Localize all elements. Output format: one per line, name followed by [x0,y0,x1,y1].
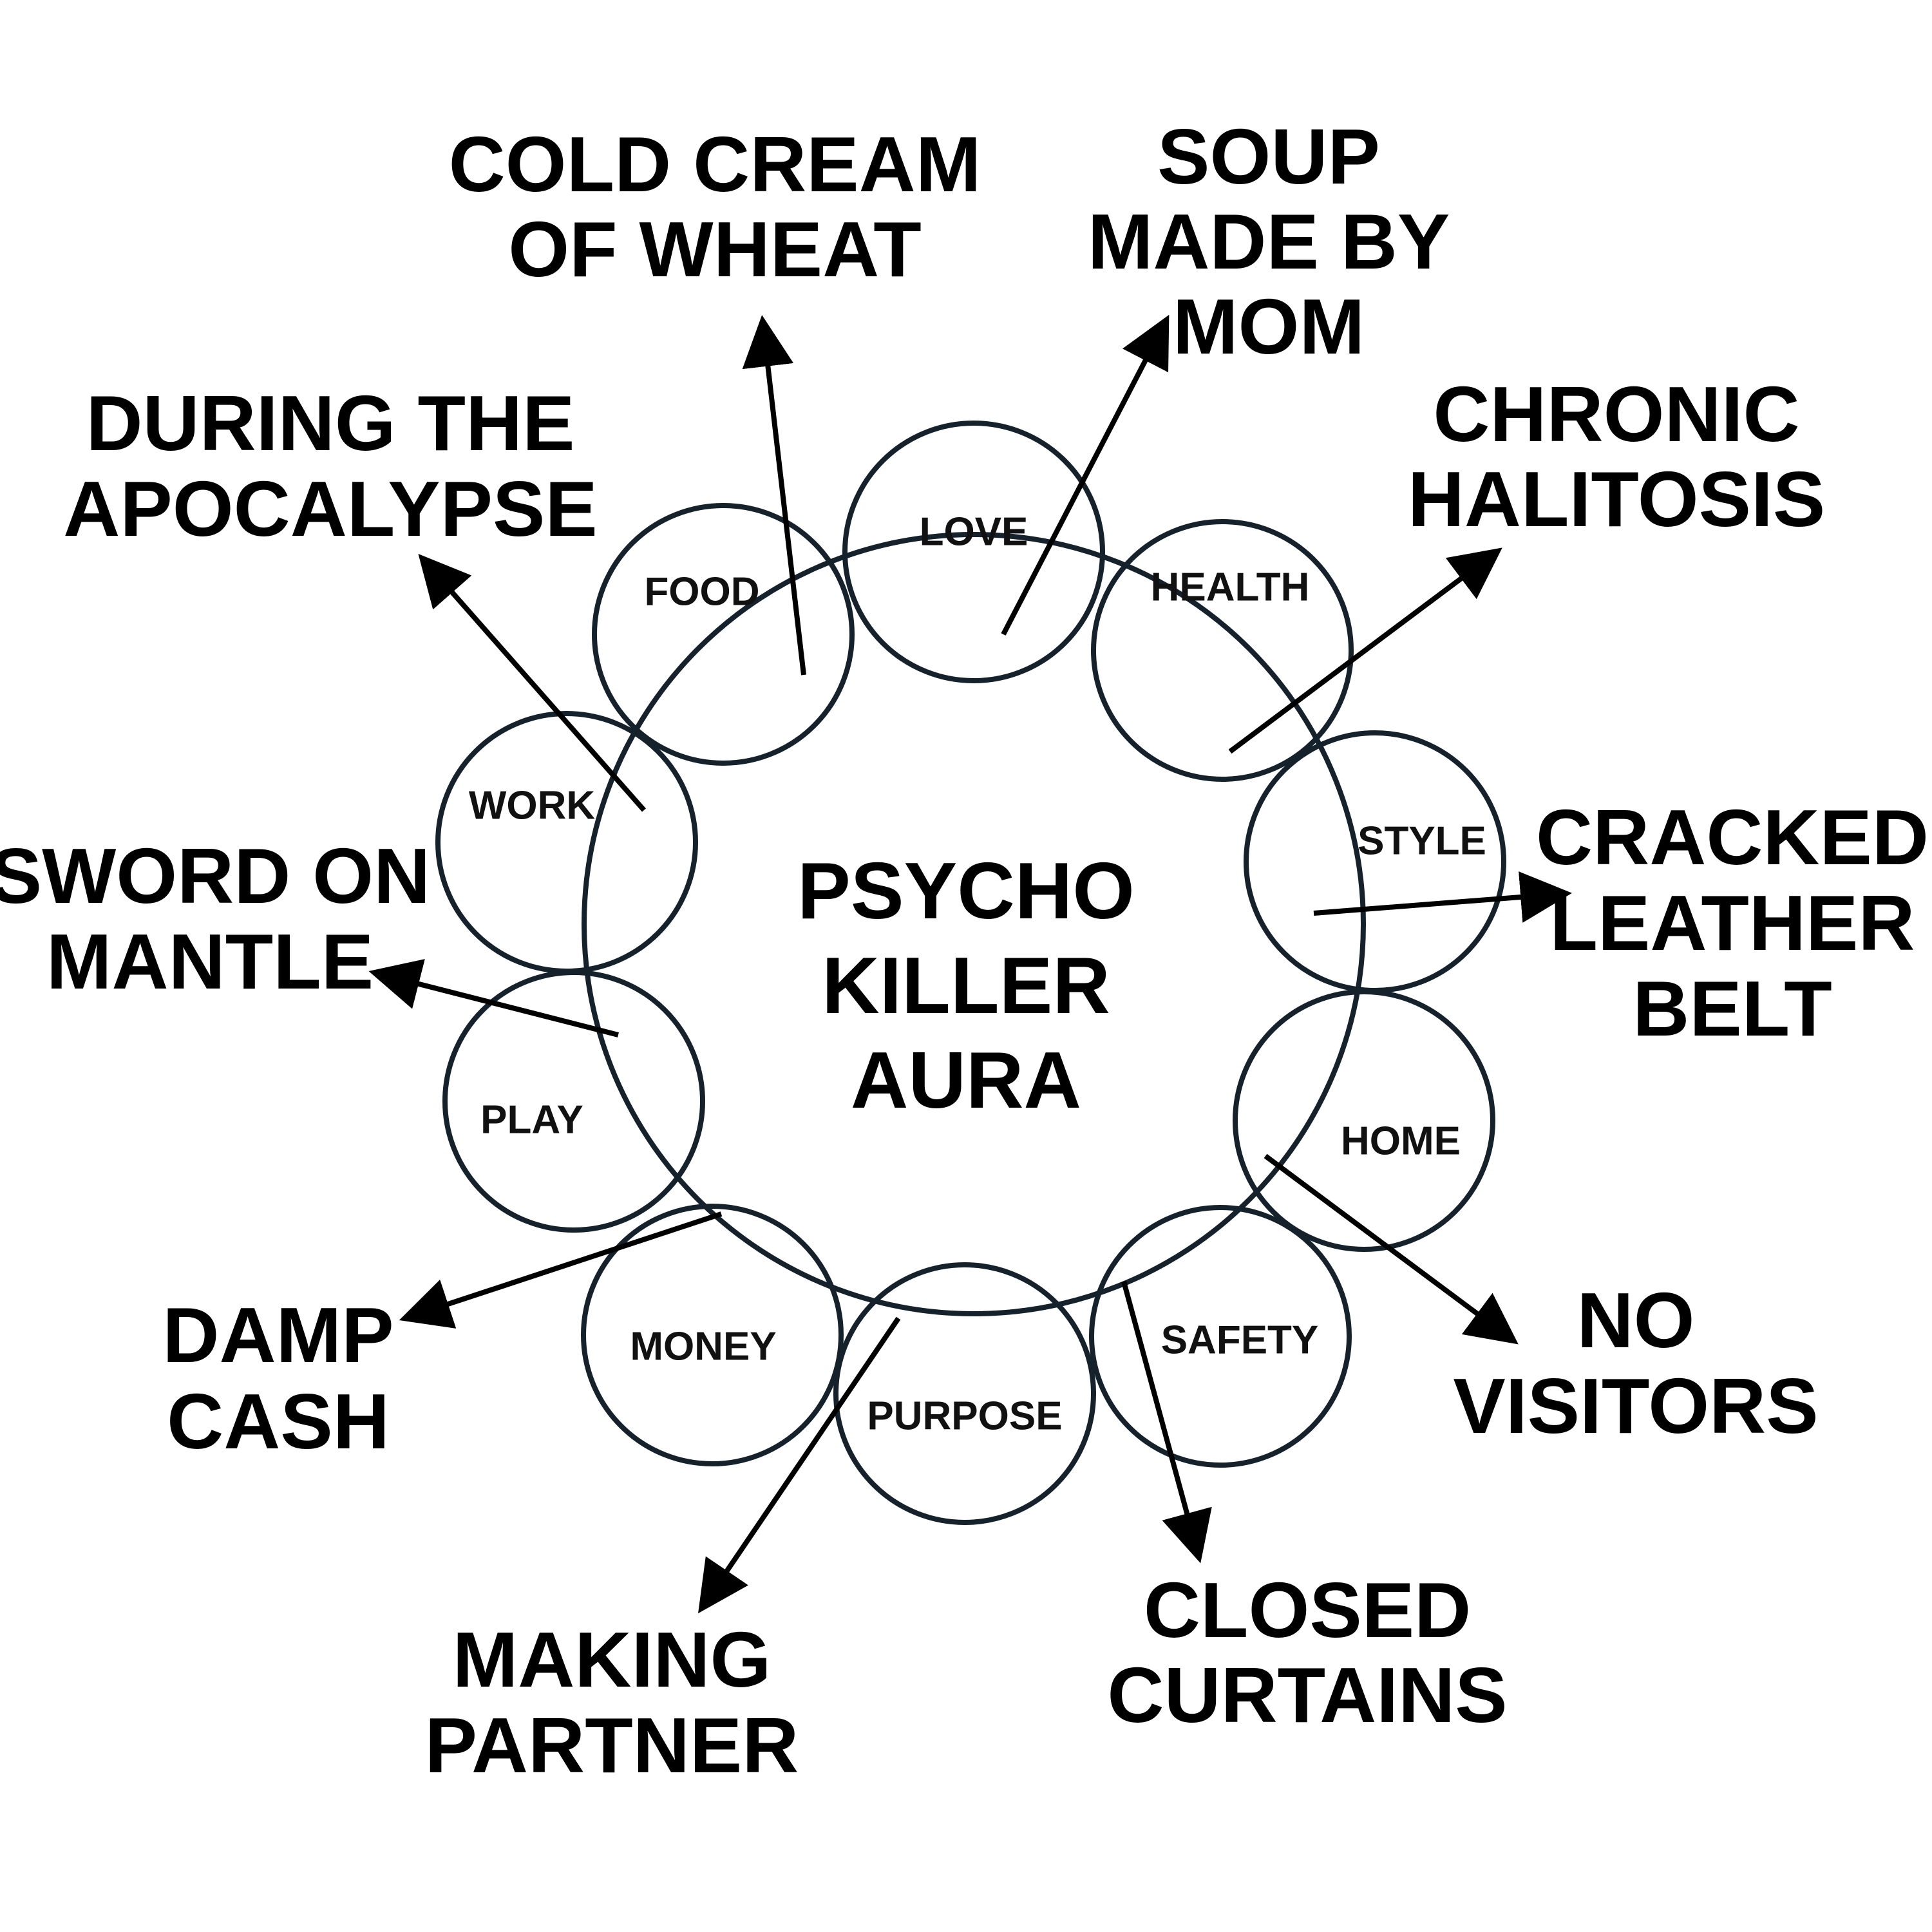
arrow-work-to-apocalypse [418,553,647,812]
outer-label-soup: SOUP MADE BY MOM [1088,113,1450,370]
outer-label-cash: DAMP CASH [162,1291,393,1465]
bubble-purpose-circle [833,1262,1096,1525]
bubble-label-love: LOVE [920,509,1028,554]
bubble-work-circle [435,711,698,974]
arrow-food-to-wheat [742,315,806,676]
outer-label-belt-line-1: CRACKED [1536,793,1929,881]
outer-label-visitors-line-2: VISITORS [1453,1362,1818,1450]
bubble-style: STYLE [1244,730,1506,993]
outer-label-wheat: COLD CREAM OF WHEAT [449,120,981,293]
bubble-work: WORK [435,711,698,974]
bubble-safety: SAFETY [1089,1205,1352,1468]
outer-label-belt-line-2: LEATHER [1549,879,1915,967]
bubble-food-circle [592,503,855,766]
outer-label-sword-line-2: MANTLE [46,918,374,1005]
arrow-safety-to-curtains [1121,1280,1212,1564]
bubble-label-home: HOME [1341,1119,1461,1163]
bubble-love: LOVE [842,421,1105,683]
outer-label-visitors-line-1: NO [1577,1276,1695,1364]
bubble-home: HOME [1233,989,1495,1252]
outer-label-partner: MAKING PARTNER [425,1616,799,1789]
outer-label-sword-line-1: SWORD ON [0,832,430,920]
outer-label-visitors: NO VISITORS [1453,1276,1818,1450]
center-title-line-3: AURA [851,1036,1081,1125]
outer-label-cash-line-2: CASH [167,1378,390,1465]
arrow-love-to-soup [1001,314,1170,636]
bubble-health-circle [1091,519,1354,782]
arrow-play-to-sword [368,959,619,1037]
bubble-safety-circle [1089,1205,1352,1468]
outer-label-curtains: CLOSED CURTAINS [1107,1566,1507,1739]
bubble-home-circle [1233,989,1495,1252]
outer-label-cash-line-1: DAMP [162,1291,393,1379]
bubble-label-food: FOOD [644,569,759,614]
bubble-love-circle [842,421,1105,683]
bubble-label-money: MONEY [630,1324,776,1368]
center-title: PSYCHO KILLER AURA [797,847,1135,1125]
arrow-style-to-belt [1313,871,1572,923]
arrow-health-to-halitosis [1228,547,1502,754]
bubble-food: FOOD [592,503,855,766]
arrow-purpose-to-partner [698,1316,901,1614]
arrow-money-to-cash [399,1211,723,1329]
bubble-label-health: HEALTH [1151,565,1310,609]
outer-label-wheat-line-1: COLD CREAM [449,120,981,208]
bubble-label-play: PLAY [480,1097,583,1142]
bubble-label-work: WORK [469,783,596,828]
outer-label-belt-line-3: BELT [1633,965,1832,1052]
outer-label-curtains-line-2: CURTAINS [1107,1651,1507,1739]
outer-label-partner-line-2: PARTNER [425,1701,799,1789]
central-ring [582,532,1366,1316]
outer-label-apocalypse: DURING THE APOCALYPSE [63,379,597,553]
outer-label-partner-line-1: MAKING [453,1616,772,1703]
outer-label-soup-line-1: SOUP [1157,113,1380,200]
outer-label-apocalypse-line-1: DURING THE [86,379,574,467]
outer-label-curtains-line-1: CLOSED [1144,1566,1471,1654]
outer-label-belt: CRACKED LEATHER BELT [1536,793,1929,1052]
bubble-label-purpose: PURPOSE [867,1394,1062,1438]
bubble-money-circle [581,1204,844,1466]
bubble-health: HEALTH [1091,519,1354,782]
center-title-line-1: PSYCHO [797,847,1135,936]
bubble-label-safety: SAFETY [1161,1318,1319,1362]
bubble-purpose: PURPOSE [833,1262,1096,1525]
center-title-line-2: KILLER [822,942,1110,1030]
outer-label-sword: SWORD ON MANTLE [0,832,430,1005]
bubble-money: MONEY [581,1204,844,1466]
outer-label-halitosis-line-1: CHRONIC [1433,370,1799,458]
arrow-home-to-visitors [1264,1153,1519,1345]
outer-label-wheat-line-2: OF WHEAT [508,205,922,293]
outer-label-halitosis-line-2: HALITOSIS [1408,455,1825,543]
outer-label-halitosis: CHRONIC HALITOSIS [1408,370,1825,543]
bubble-label-style: STYLE [1358,819,1486,863]
outer-label-soup-line-2: MADE BY [1088,198,1450,285]
bubble-play: PLAY [442,970,705,1233]
outer-label-apocalypse-line-2: APOCALYPSE [63,465,597,553]
outer-label-soup-line-3: MOM [1173,283,1365,370]
